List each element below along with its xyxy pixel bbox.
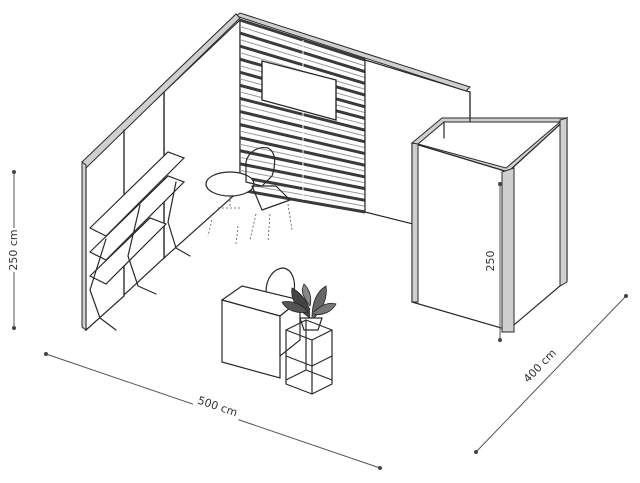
wall-window (261, 60, 337, 121)
chair-back (245, 147, 293, 243)
depth-dimension (474, 294, 628, 454)
wall-slat (239, 188, 366, 214)
chair-front (207, 219, 296, 293)
cabin-height-dimension-label: 250 (484, 251, 497, 272)
height-dimension-label: 250 cm (7, 229, 20, 270)
storage-cabin (410, 91, 569, 333)
cube-shelf (285, 319, 333, 395)
potted-plant (281, 283, 337, 331)
width-dimension-label: 500 cm (196, 394, 239, 420)
wall-shelves (88, 151, 191, 331)
depth-dimension-label: 400 cm (521, 347, 559, 386)
back-wall (163, 12, 471, 260)
counter (220, 285, 302, 379)
cabin-height-dimension (498, 182, 502, 342)
